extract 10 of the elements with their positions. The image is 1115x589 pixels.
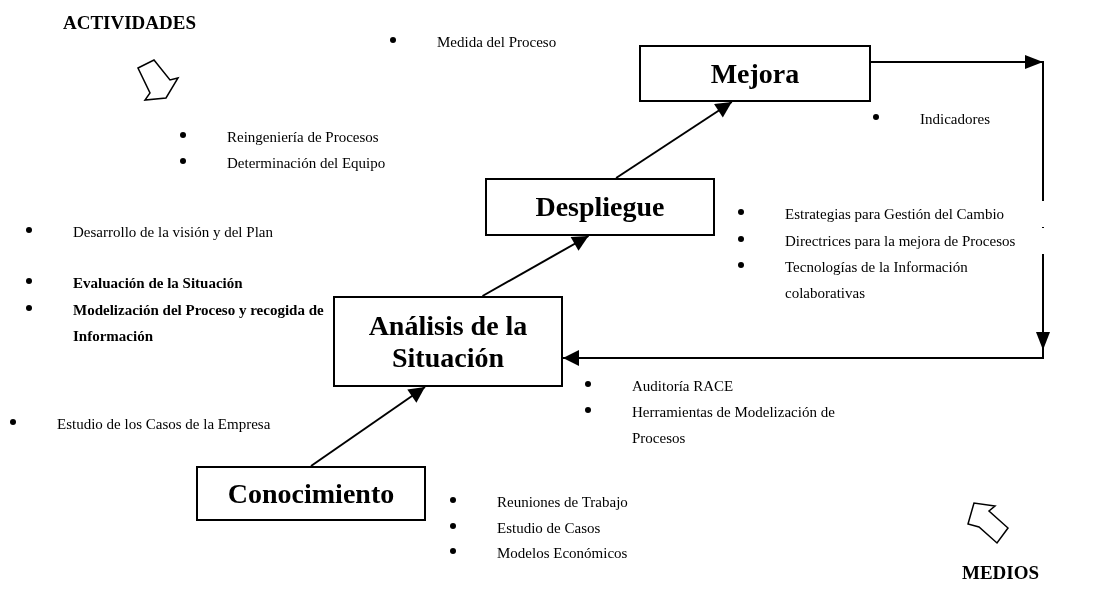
box-title: Análisis de la Situación (367, 309, 529, 374)
box-title: Despliegue (535, 191, 665, 223)
section-heading: MEDIOS (962, 562, 1040, 584)
process-box (333, 296, 563, 387)
box-title: Mejora (710, 57, 800, 90)
process-box (196, 466, 426, 521)
section-heading: ACTIVIDADES (63, 12, 197, 34)
box-title: Conocimiento (227, 477, 395, 510)
process-box (485, 178, 715, 236)
process-box (639, 45, 871, 102)
